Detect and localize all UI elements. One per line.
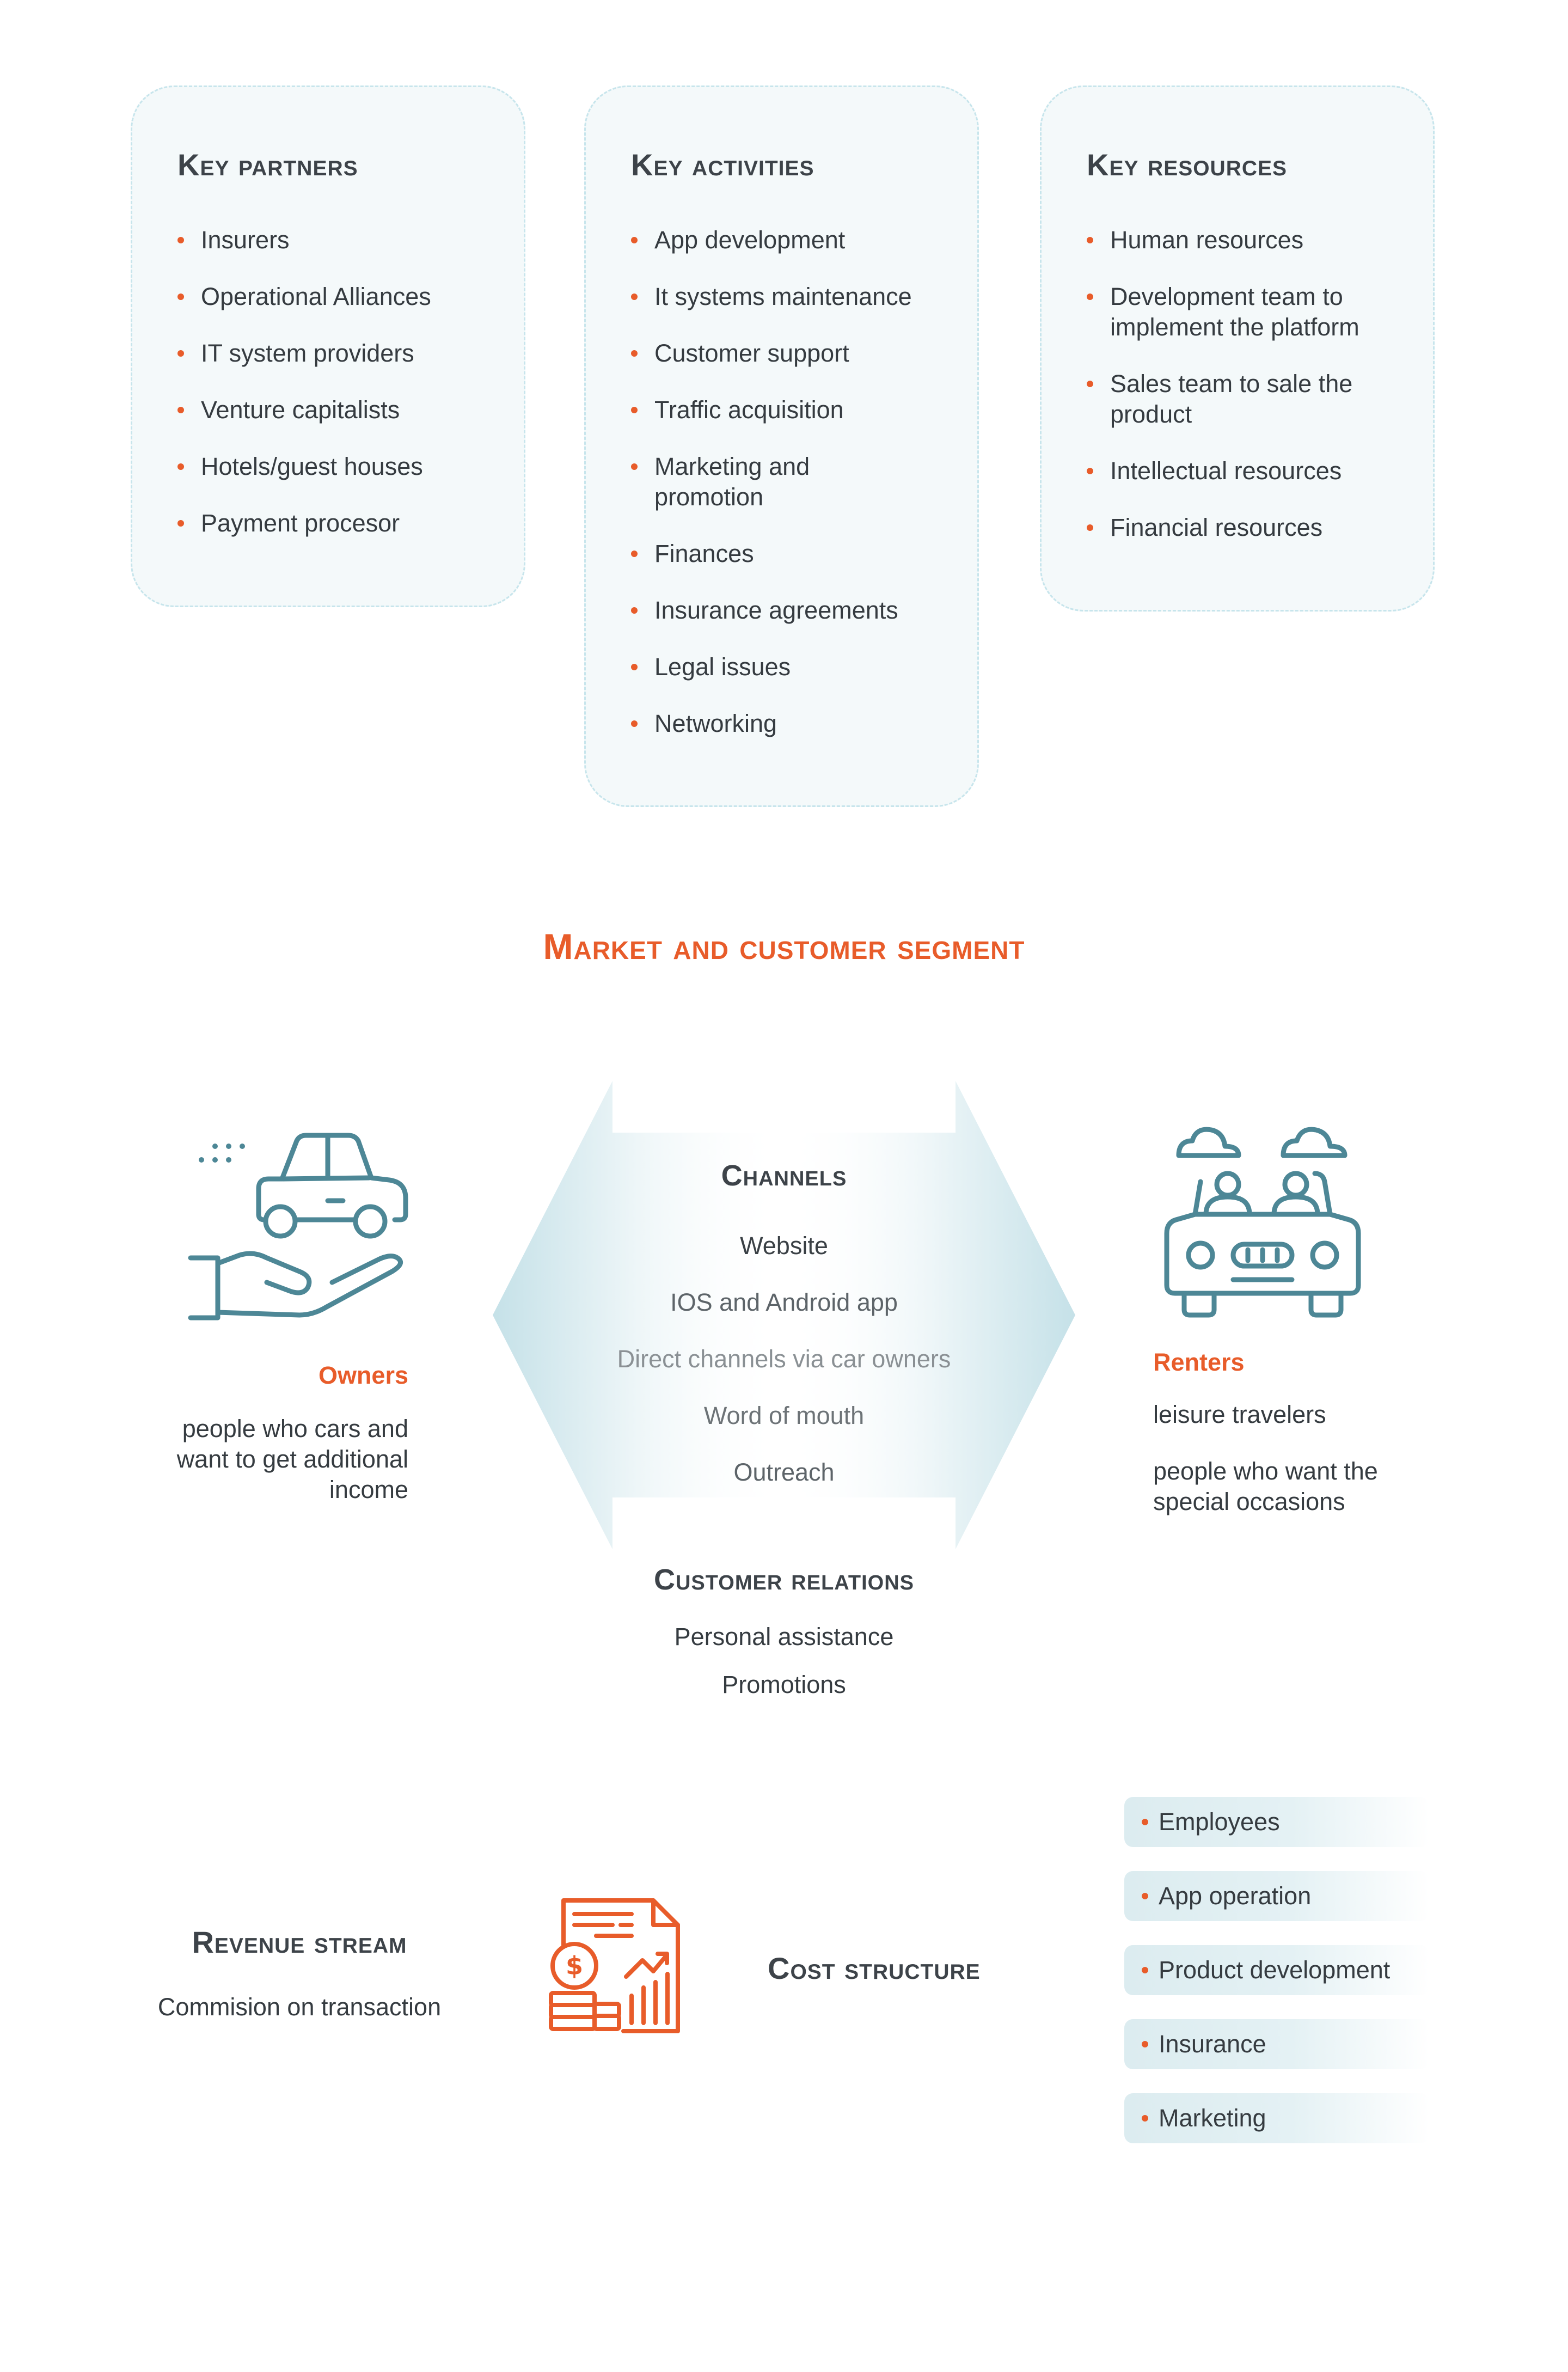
- revenue-stream-title: Revenue stream: [192, 1925, 407, 1959]
- list-item: Networking: [631, 708, 934, 739]
- list-item: Sales team to sale the product: [1087, 369, 1404, 430]
- list-item: Customer support: [631, 338, 934, 369]
- car-with-passengers-icon: [1164, 1127, 1361, 1318]
- renters-item: people who want the special occasions: [1153, 1457, 1378, 1515]
- channel-item: Word of mouth: [703, 1402, 865, 1429]
- key-partners-list: Insurers Operational Alliances IT system…: [177, 225, 480, 539]
- list-item: Insurance agreements: [631, 595, 934, 626]
- cost-item: Marketing: [1124, 2093, 1429, 2143]
- list-item: Traffic acquisition: [631, 395, 934, 425]
- list-item: Finances: [631, 539, 934, 569]
- list-item: Intellectual resources: [1087, 456, 1389, 486]
- key-partners-title: Key partners: [177, 148, 358, 182]
- cost-item: Employees: [1124, 1797, 1429, 1847]
- list-item: Insurers: [177, 225, 480, 255]
- financial-report-icon: $: [549, 1898, 680, 2033]
- cost-item: App operation: [1124, 1871, 1429, 1921]
- key-partners-card: Key partners Insurers Operational Allian…: [131, 85, 525, 607]
- customer-relations-title: Customer relations: [653, 1563, 915, 1596]
- list-item: Development team to implement the platfo…: [1087, 282, 1404, 343]
- list-item: Operational Alliances: [177, 282, 480, 312]
- customer-relations-item: Promotions: [722, 1671, 846, 1698]
- car-on-hand-icon: [188, 1133, 408, 1321]
- owners-label: Owners: [318, 1361, 408, 1389]
- list-item: It systems maintenance: [631, 282, 934, 312]
- customer-relations-item: Personal assistance: [674, 1623, 894, 1650]
- cost-item: Insurance: [1124, 2019, 1429, 2069]
- key-resources-card: Key resources Human resources Developmen…: [1040, 85, 1435, 612]
- key-resources-title: Key resources: [1087, 148, 1288, 182]
- renters-item: leisure travelers: [1153, 1401, 1326, 1428]
- list-item: Hotels/guest houses: [177, 451, 480, 482]
- channel-item: Direct channels via car owners: [617, 1345, 951, 1373]
- list-item: App development: [631, 225, 934, 255]
- channel-item: IOS and Android app: [670, 1288, 898, 1316]
- cost-structure-title: Cost structure: [768, 1951, 981, 1985]
- key-resources-list: Human resources Development team to impl…: [1087, 225, 1389, 543]
- market-section-title: Market and customer segment: [543, 926, 1025, 967]
- cost-item: Product development: [1124, 1945, 1429, 1995]
- channel-item: Outreach: [733, 1458, 835, 1486]
- list-item: Marketing and promotion: [631, 451, 840, 512]
- channels-hexagon: [493, 1081, 1075, 1549]
- key-activities-card: Key activities App development It system…: [584, 85, 979, 807]
- channels-title: Channels: [721, 1159, 847, 1192]
- list-item: Payment procesor: [177, 508, 480, 539]
- key-activities-list: App development It systems maintenance C…: [631, 225, 934, 739]
- renters-label: Renters: [1153, 1348, 1245, 1376]
- channel-item: Website: [740, 1232, 828, 1260]
- key-activities-title: Key activities: [631, 148, 814, 182]
- list-item: Human resources: [1087, 225, 1389, 255]
- list-item: IT system providers: [177, 338, 480, 369]
- revenue-stream-description: Commision on transaction: [157, 1993, 442, 2021]
- list-item: Financial resources: [1087, 512, 1389, 543]
- list-item: Venture capitalists: [177, 395, 480, 425]
- owners-description: people who cars and want to get addition…: [176, 1415, 408, 1503]
- svg-text:$: $: [566, 1951, 583, 1980]
- list-item: Legal issues: [631, 652, 934, 682]
